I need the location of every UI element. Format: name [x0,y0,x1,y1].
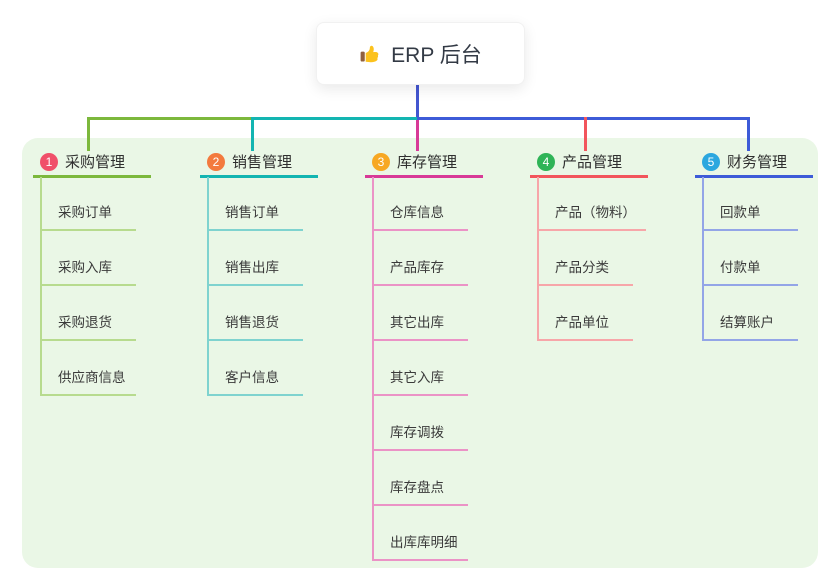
node-item[interactable]: 销售出库 [207,258,303,286]
node-item[interactable]: 出库库明细 [372,533,468,561]
connector-drop-purchase [87,117,90,151]
root-node[interactable]: ERP 后台 [316,22,525,85]
node-item[interactable]: 产品分类 [537,258,633,286]
branch-underline [200,175,318,178]
branch-title: 库存管理 [397,154,458,171]
branch-underline [530,175,648,178]
node-item[interactable]: 销售退货 [207,313,303,341]
branch-number-badge: 1 [40,152,58,171]
connector-rail-sales [252,117,417,120]
node-item[interactable]: 付款单 [702,258,798,286]
branch-spine-line [372,177,374,561]
node-item[interactable]: 客户信息 [207,368,303,396]
node-item[interactable]: 其它出库 [372,313,468,341]
branch-underline [695,175,813,178]
branch-title: 财务管理 [727,154,788,171]
branch-title: 采购管理 [65,154,126,171]
branch-inventory-header[interactable]: 3 库存管理 [372,151,457,172]
branch-finance-header[interactable]: 5 财务管理 [702,151,787,172]
node-item[interactable]: 采购入库 [40,258,136,286]
branch-underline [33,175,151,178]
branch-number-badge: 4 [537,152,555,171]
branch-spine-line [40,177,42,396]
branch-product: 4 产品管理 产品（物料） 产品分类 产品单位 [530,0,660,588]
connector-rail-purchase [87,117,252,120]
branch-title: 销售管理 [232,154,293,171]
branch-inventory: 3 库存管理 仓库信息 产品库存 其它出库 其它入库 库存调拨 库存盘点 出库库… [365,0,495,588]
branch-sales: 2 销售管理 销售订单 销售出库 销售退货 客户信息 [200,0,330,588]
connector-rail-right [417,117,750,120]
branch-spine-line [702,177,704,341]
thumbs-up-icon [359,42,382,65]
node-item[interactable]: 其它入库 [372,368,468,396]
connector-drop-inventory [416,120,419,151]
node-item[interactable]: 产品单位 [537,313,633,341]
branch-spine-line [537,177,539,341]
node-item[interactable]: 回款单 [702,203,798,231]
branch-purchase-header[interactable]: 1 采购管理 [40,151,125,172]
branch-number-badge: 5 [702,152,720,171]
node-item[interactable]: 销售订单 [207,203,303,231]
branch-purchase: 1 采购管理 采购订单 采购入库 采购退货 供应商信息 [33,0,163,588]
node-item[interactable]: 产品库存 [372,258,468,286]
branch-finance: 5 财务管理 回款单 付款单 结算账户 [695,0,825,588]
node-item[interactable]: 采购退货 [40,313,136,341]
connector-drop-finance [747,117,750,151]
node-item[interactable]: 库存盘点 [372,478,468,506]
branch-product-header[interactable]: 4 产品管理 [537,151,622,172]
branches-panel [22,138,818,568]
node-item[interactable]: 库存调拨 [372,423,468,451]
branch-spine-line [207,177,209,396]
connector-root-line [416,83,419,118]
connector-drop-product [584,117,587,151]
branch-underline [365,175,483,178]
node-item[interactable]: 仓库信息 [372,203,468,231]
node-item[interactable]: 采购订单 [40,203,136,231]
branch-sales-header[interactable]: 2 销售管理 [207,151,292,172]
node-item[interactable]: 结算账户 [702,313,798,341]
node-item[interactable]: 产品（物料） [537,203,646,231]
branch-number-badge: 3 [372,152,390,171]
connector-drop-sales [251,117,254,151]
branch-number-badge: 2 [207,152,225,171]
branch-title: 产品管理 [562,154,623,171]
node-item[interactable]: 供应商信息 [40,368,136,396]
root-node-title: ERP 后台 [391,43,482,67]
